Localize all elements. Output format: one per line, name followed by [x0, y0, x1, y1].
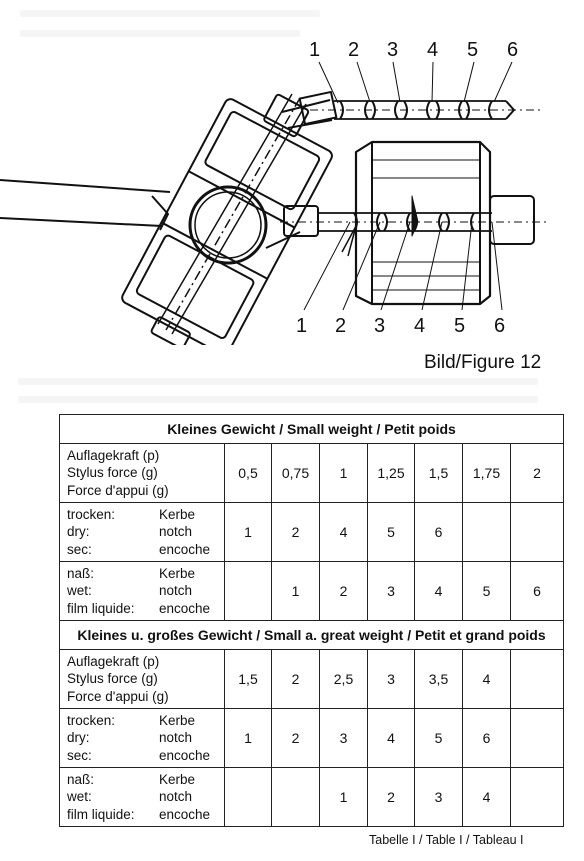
bottom-notch-scale: [280, 195, 550, 237]
table2-force-label: Auflagekraft (p) Stylus force (g) Force …: [59, 649, 225, 709]
bottom-leader-lines: [303, 221, 503, 311]
table1-wet-label: naß:Kerbe wet:notch film liquide:encoche: [59, 561, 225, 621]
table-cell: 2: [319, 561, 368, 621]
bottom-label-4: 4: [414, 315, 425, 337]
table-cell: 6: [462, 708, 511, 768]
table-cell: 3: [367, 649, 415, 709]
table-cell: 1,5: [414, 443, 463, 503]
table-cell: 3,5: [414, 649, 463, 709]
table-cell: 1: [224, 502, 272, 562]
bottom-label-3: 3: [374, 315, 385, 337]
table-cell: 2: [271, 649, 320, 709]
table-cell: 2: [271, 708, 320, 768]
table-cell: [462, 502, 511, 562]
table-cell: 4: [367, 708, 415, 768]
table-cell: 1,75: [462, 443, 511, 503]
show-through-text: [18, 378, 538, 385]
table-cell: 2: [367, 767, 415, 827]
table-cell: 1: [319, 443, 368, 503]
table-cell: 1,5: [224, 649, 272, 709]
table2-title-row: Kleines u. großes Gewicht / Small a. gre…: [59, 620, 564, 650]
table2-force-row: Auflagekraft (p) Stylus force (g) Force …: [59, 649, 564, 709]
table-cell: 4: [414, 561, 463, 621]
top-notch-scale: [310, 100, 540, 120]
table-caption: Tabelle I / Table I / Tableau I: [369, 833, 524, 847]
top-label-6: 6: [507, 39, 518, 61]
table-cell: 4: [462, 767, 511, 827]
table-cell: 0,5: [224, 443, 272, 503]
table1-dry-row: trocken:Kerbe dry:notch sec:encoche 1 2 …: [59, 502, 564, 562]
table2-dry-row: trocken:Kerbe dry:notch sec:encoche 1 2 …: [59, 708, 564, 768]
table-cell: 4: [462, 649, 511, 709]
table-cell: [510, 708, 564, 768]
table-cell: 2: [510, 443, 564, 503]
show-through-text: [18, 396, 538, 403]
table1-force-label: Auflagekraft (p) Stylus force (g) Force …: [59, 443, 225, 503]
show-through-text: [20, 10, 320, 17]
tonearm-diagram: 1 2 3 4 5 6 1 2 3 4 5 6: [0, 39, 550, 345]
table2-dry-label: trocken:Kerbe dry:notch sec:encoche: [59, 708, 225, 768]
table-cell: 2: [271, 502, 320, 562]
table-cell: 3: [414, 767, 463, 827]
table-cell: 5: [414, 708, 463, 768]
table-cell: 1,25: [367, 443, 415, 503]
table2-wet-row: naß:Kerbe wet:notch film liquide:encoche…: [59, 767, 564, 827]
show-through-text: [20, 30, 300, 37]
bearing-ring: [188, 185, 268, 265]
top-label-1: 1: [309, 39, 320, 61]
table-cell: [271, 767, 320, 827]
table-cell: 4: [319, 502, 368, 562]
table2-title: Kleines u. großes Gewicht / Small a. gre…: [59, 620, 564, 650]
table1-wet-row: naß:Kerbe wet:notch film liquide:encoche…: [59, 561, 564, 621]
counterweight-drum: [341, 140, 535, 306]
stylus-force-table: Kleines Gewicht / Small weight / Petit p…: [59, 414, 564, 827]
bottom-label-2: 2: [335, 315, 346, 337]
top-label-3: 3: [387, 39, 398, 61]
arm-tube: [0, 179, 171, 227]
table1-title-row: Kleines Gewicht / Small weight / Petit p…: [59, 414, 564, 444]
table-cell: [510, 502, 564, 562]
pivot-housing: [121, 93, 333, 345]
top-label-5: 5: [467, 39, 478, 61]
table2-wet-label: naß:Kerbe wet:notch film liquide:encoche: [59, 767, 225, 827]
table-cell: 2,5: [319, 649, 368, 709]
table-cell: 3: [319, 708, 368, 768]
table-cell: [224, 767, 272, 827]
bottom-label-1: 1: [296, 315, 307, 337]
table-cell: [510, 649, 564, 709]
top-label-4: 4: [427, 39, 438, 61]
table-cell: [224, 561, 272, 621]
figure-caption: Bild/Figure 12: [424, 352, 542, 373]
table-cell: 1: [271, 561, 320, 621]
table-cell: 5: [462, 561, 511, 621]
top-leader-lines: [318, 61, 513, 104]
table-cell: 5: [367, 502, 415, 562]
table1-force-row: Auflagekraft (p) Stylus force (g) Force …: [59, 443, 564, 503]
table-cell: 1: [319, 767, 368, 827]
table1-dry-label: trocken:Kerbe dry:notch sec:encoche: [59, 502, 225, 562]
table-cell: 3: [367, 561, 415, 621]
table-cell: [510, 767, 564, 827]
table-cell: 1: [224, 708, 272, 768]
top-label-2: 2: [348, 39, 359, 61]
bottom-label-5: 5: [454, 315, 465, 337]
table1-title: Kleines Gewicht / Small weight / Petit p…: [59, 414, 564, 444]
table-cell: 6: [414, 502, 463, 562]
table-cell: 6: [510, 561, 564, 621]
table-cell: 0,75: [271, 443, 320, 503]
bottom-label-6: 6: [494, 315, 505, 337]
